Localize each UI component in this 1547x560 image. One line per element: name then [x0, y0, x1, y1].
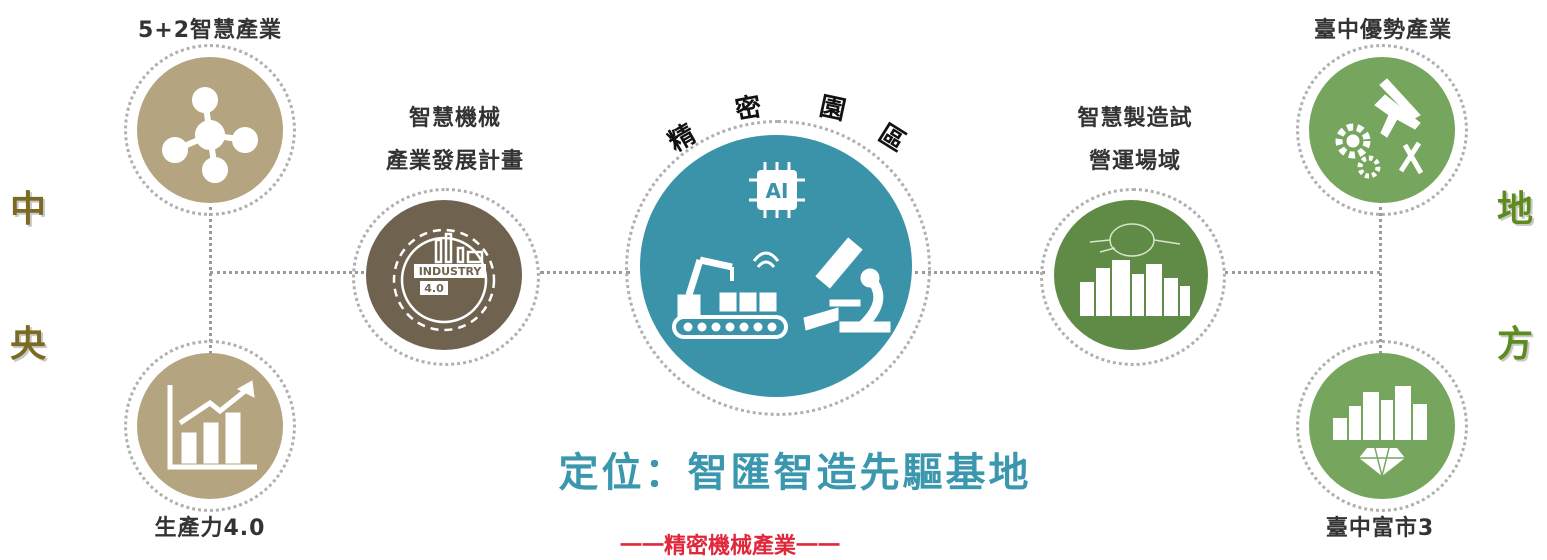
- smart-city-brain-icon: [1080, 223, 1190, 316]
- ring-top-right: [1296, 44, 1468, 216]
- ring-bottom-right: [1296, 340, 1468, 512]
- ring-bottom-left: [124, 340, 296, 512]
- ai-chip-icon: AI: [749, 162, 805, 218]
- label-taichung-advantage: 臺中優勢產業: [1313, 18, 1452, 43]
- molecule-network-icon: [162, 87, 258, 183]
- arc-char-4: 區: [872, 119, 911, 159]
- connector-right-v: [1379, 200, 1382, 360]
- ring-mid-right: [1040, 188, 1226, 366]
- connector-center-left: [540, 271, 630, 274]
- side-char-di: 地: [1497, 189, 1534, 230]
- connector-right-h: [1225, 271, 1380, 274]
- city-diamond-icon: [1333, 386, 1427, 477]
- label-smart-machinery-1: 智慧機械: [408, 106, 501, 131]
- node-smart-mfg: [1054, 200, 1208, 350]
- side-char-zhong: 中: [10, 189, 47, 230]
- industry-4-gear-icon: INDUSTRY 4.0: [392, 228, 496, 332]
- microscope-icon: [803, 237, 891, 333]
- chip-label: AI: [766, 179, 789, 203]
- growth-bar-chart-icon: [167, 380, 257, 470]
- side-char-yang: 央: [10, 324, 47, 365]
- connector-center-right: [915, 271, 1045, 274]
- ring-top-left: [124, 44, 296, 216]
- positioning-headline: 定位：智匯智造先驅基地: [558, 450, 1032, 496]
- label-smart-mfg-1: 智慧製造試: [1077, 106, 1193, 131]
- badge-industry: INDUSTRY: [419, 265, 483, 278]
- label-taichung-rich: 臺中富市3: [1325, 516, 1435, 541]
- robot-arm-icon: [672, 251, 788, 339]
- side-char-fang: 方: [1497, 324, 1534, 365]
- label-5plus2: 5+2智慧產業: [137, 18, 283, 43]
- label-smart-machinery-2: 產業發展計畫: [385, 149, 524, 174]
- connector-left-v: [209, 200, 212, 360]
- label-productivity: 生產力4.0: [154, 516, 266, 541]
- footer-partial-text: 一一精密機械產業一一: [619, 534, 840, 559]
- ring-mid-left: [352, 188, 540, 366]
- ring-center: [625, 120, 931, 416]
- badge-40: 4.0: [424, 282, 444, 295]
- connector-left-h: [210, 271, 370, 274]
- airplane-gears-tools-icon: [1335, 78, 1424, 179]
- arc-char-3: 園: [816, 91, 849, 127]
- label-smart-mfg-2: 營運場域: [1088, 149, 1181, 174]
